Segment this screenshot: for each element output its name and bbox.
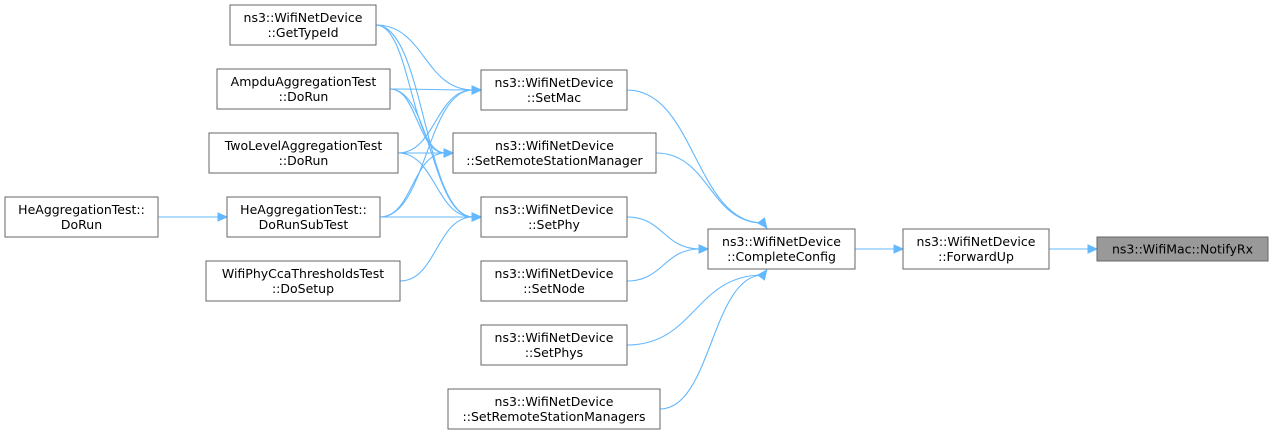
node-label-line: ns3::WifiNetDevice — [495, 266, 614, 281]
edge-set_phy-to-complete_config — [626, 216, 710, 254]
edge-set_remote_station_manager-to-complete_config — [655, 152, 768, 229]
node-label-line: TwoLevelAggregationTest — [224, 138, 383, 153]
node-forward-up[interactable]: ns3::WifiNetDevice::ForwardUp — [902, 228, 1050, 270]
node-label-line: ns3::WifiNetDevice — [917, 234, 1036, 249]
node-label-line: ns3::WifiMac::NotifyRx — [1112, 242, 1253, 257]
node-label-line: ns3::WifiNetDevice — [495, 138, 614, 153]
node-he-do-run-sub-test[interactable]: HeAggregationTest::DoRunSubTest — [226, 196, 381, 238]
node-set-phys[interactable]: ns3::WifiNetDevice::SetPhys — [480, 324, 628, 366]
node-label-line: ::SetPhys — [525, 345, 583, 360]
node-label-line: ::SetRemoteStationManager — [466, 153, 643, 168]
nodes: ns3::WifiMac::NotifyRxns3::WifiNetDevice… — [4, 4, 1269, 430]
edge-he_do_run-to-he_do_run_sub_test — [158, 212, 229, 222]
node-label-line: ::ForwardUp — [938, 249, 1014, 264]
node-label-line: ns3::WifiNetDevice — [722, 234, 841, 249]
node-label-line: ::DoSetup — [272, 281, 334, 296]
node-label-line: ::DoRun — [279, 153, 329, 168]
node-he-do-run[interactable]: HeAggregationTest::DoRun — [4, 196, 159, 238]
edge-forward_up-to-notify_rx — [1049, 244, 1099, 254]
edge-complete_config-to-forward_up — [855, 244, 905, 254]
node-label-line: WifiPhyCcaThresholdsTest — [222, 266, 384, 281]
node-complete-config[interactable]: ns3::WifiNetDevice::CompleteConfig — [707, 228, 856, 270]
node-label-line: DoRunSubTest — [259, 217, 349, 232]
node-label-line: HeAggregationTest:: — [240, 202, 367, 217]
node-two-level-do-run[interactable]: TwoLevelAggregationTest::DoRun — [208, 132, 399, 174]
node-set-remote-station-manager[interactable]: ns3::WifiNetDevice::SetRemoteStationMana… — [452, 132, 657, 174]
node-label-line: ::SetMac — [527, 90, 581, 105]
node-label-line: ::SetRemoteStationManagers — [463, 409, 646, 424]
node-label-line: DoRun — [61, 217, 102, 232]
node-label-line: ::CompleteConfig — [727, 249, 836, 264]
node-wifi-phy-cca-do-setup[interactable]: WifiPhyCcaThresholdsTest::DoSetup — [205, 260, 401, 302]
edge-he_do_run_sub_test-to-set_remote_station_manager — [379, 148, 455, 218]
edge-he_do_run_sub_test-to-set_phy — [380, 212, 483, 222]
node-label-line: ns3::WifiNetDevice — [244, 10, 363, 25]
edge-get_type_id-to-set_phy — [375, 24, 483, 222]
edges — [158, 24, 1099, 410]
node-label-line: HeAggregationTest:: — [18, 202, 145, 217]
node-label-line: ns3::WifiNetDevice — [495, 394, 614, 409]
edge-wifi_phy_cca_do_setup-to-set_phy — [399, 212, 483, 282]
node-get-type-id[interactable]: ns3::WifiNetDevice::GetTypeId — [229, 4, 377, 46]
node-label-line: ns3::WifiNetDevice — [495, 202, 614, 217]
node-label-line: ::DoRun — [279, 89, 329, 104]
node-set-mac[interactable]: ns3::WifiNetDevice::SetMac — [480, 69, 628, 111]
node-label-line: AmpduAggregationTest — [231, 74, 377, 89]
node-ampdu-do-run[interactable]: AmpduAggregationTest::DoRun — [216, 68, 391, 110]
node-label-line: ::SetNode — [523, 281, 585, 296]
node-set-remote-station-managers[interactable]: ns3::WifiNetDevice::SetRemoteStationMana… — [447, 388, 661, 430]
node-label-line: ns3::WifiNetDevice — [495, 330, 614, 345]
edge-set_node-to-complete_config — [626, 244, 710, 282]
edge-set_remote_station_managers-to-complete_config — [659, 269, 768, 410]
node-label-line: ::GetTypeId — [267, 25, 338, 40]
node-set-phy[interactable]: ns3::WifiNetDevice::SetPhy — [480, 196, 628, 238]
node-label-line: ns3::WifiNetDevice — [495, 75, 614, 90]
node-set-node[interactable]: ns3::WifiNetDevice::SetNode — [480, 260, 628, 302]
node-notify-rx[interactable]: ns3::WifiMac::NotifyRx — [1096, 236, 1269, 262]
node-label-line: ::SetPhy — [528, 217, 580, 232]
